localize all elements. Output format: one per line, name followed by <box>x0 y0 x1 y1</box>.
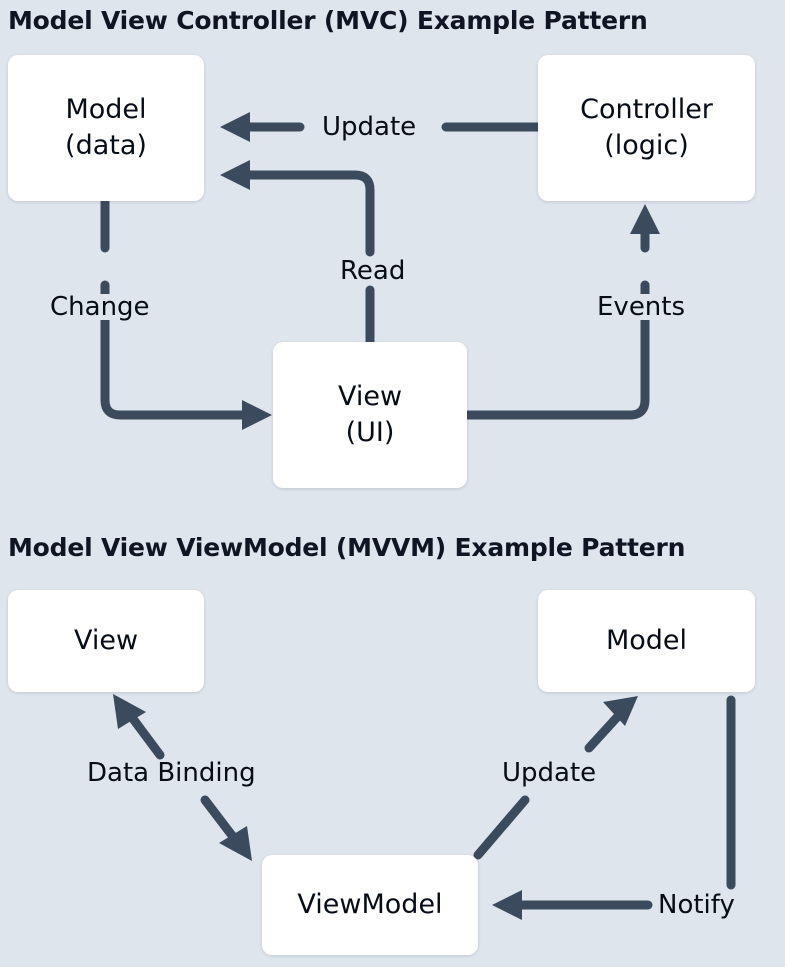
mvvm-node-model[interactable]: Model <box>538 590 755 692</box>
mvc-section-title: Model View Controller (MVC) Example Patt… <box>8 6 648 35</box>
mvc-node-view-line2: (UI) <box>345 417 395 448</box>
mvvm-node-viewmodel[interactable]: ViewModel <box>262 855 478 955</box>
mvc-node-view-line1: View <box>337 381 403 413</box>
mvvm-node-viewmodel-line1: ViewModel <box>297 889 443 921</box>
mvc-node-model[interactable]: Model (data) <box>8 55 204 201</box>
mvvm-node-model-line1: Model <box>605 625 688 657</box>
edge-read-mvc <box>220 160 375 347</box>
mvc-node-model-line2: (data) <box>65 130 147 161</box>
mvc-node-controller[interactable]: Controller (logic) <box>538 55 755 201</box>
mvvm-edge-label-data-binding: Data Binding <box>82 760 261 786</box>
mvc-node-controller-line2: (logic) <box>604 130 689 161</box>
mvvm-edge-label-update: Update <box>497 760 602 786</box>
mvc-node-controller-line1: Controller <box>580 94 713 126</box>
mvc-edge-label-events: Events <box>592 294 691 320</box>
mvc-edge-label-change: Change <box>45 294 155 320</box>
mvc-node-model-line1: Model <box>65 94 147 126</box>
edge-notify-mvvm <box>492 695 736 920</box>
mvc-edge-label-update: Update <box>317 114 422 140</box>
mvvm-edge-label-notify: Notify <box>653 892 740 918</box>
mvvm-node-view[interactable]: View <box>8 590 204 692</box>
mvvm-section-title: Model View ViewModel (MVVM) Example Patt… <box>8 533 686 562</box>
mvvm-node-view-line1: View <box>73 625 139 657</box>
mvc-node-view[interactable]: View (UI) <box>273 342 467 488</box>
mvc-edge-label-read: Read <box>335 258 411 284</box>
